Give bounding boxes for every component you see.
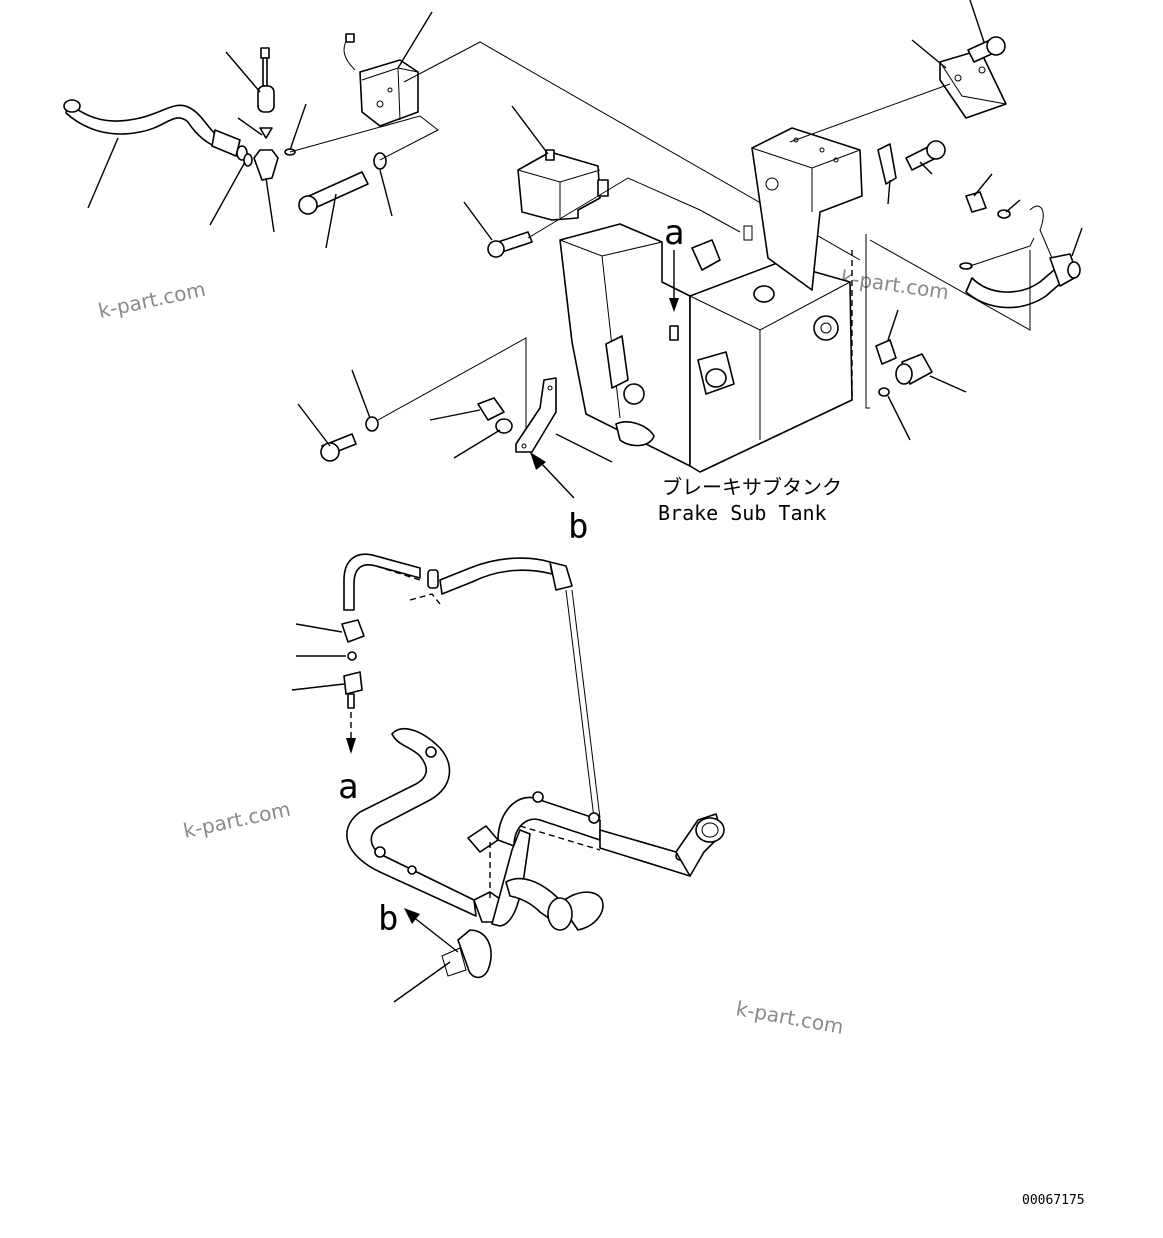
fitting-stack: [253, 47, 279, 181]
ref-box-bolt-3: [377, 337, 527, 430]
arrow-b-top-head: [530, 452, 546, 470]
ref-line-long: [403, 41, 861, 261]
tank-fitting-a: [669, 325, 679, 341]
leader-l-bracket: [911, 39, 947, 69]
nut-washer-4: [477, 397, 513, 434]
ref-line-bracket: [789, 83, 951, 143]
leader-clamp-mid: [887, 179, 891, 205]
watermark-3: k-part.com: [181, 797, 293, 843]
bolt-3: [320, 416, 379, 462]
arrow-a-top-head: [669, 298, 679, 312]
leader-fitting-3: [265, 177, 275, 233]
ref-label-a-top: a: [664, 213, 684, 253]
bolt-mid-right: [905, 140, 946, 171]
ref-vertical-right: [865, 234, 870, 409]
ref-line-cover: [527, 177, 741, 239]
leader-fitting-lower: [291, 683, 345, 691]
leader-fitting-2: [237, 117, 263, 136]
leader-washer-3: [351, 369, 371, 419]
ref-label-b-bottom: b: [378, 899, 398, 939]
tank-edge-dash: [699, 250, 853, 473]
ref-line-hose-right: [969, 237, 1035, 267]
leader-oring-2: [289, 103, 307, 151]
ref-label-a-bottom: a: [338, 767, 358, 807]
nut-right: [965, 191, 1011, 219]
leader-valve-block: [397, 11, 433, 69]
leader-oring-right-3: [887, 395, 911, 441]
watermark-2: k-part.com: [839, 265, 950, 304]
l-bracket-right: [939, 49, 1007, 119]
clamp-mid: [877, 143, 897, 185]
leader-fitting-1: [225, 51, 261, 93]
leader-bolt-mid-right: [919, 161, 933, 175]
leader-washer-4: [453, 429, 501, 459]
cover-bracket: [517, 149, 609, 221]
pipe-upper-loop: [343, 553, 601, 819]
watermark-1: k-part.com: [96, 277, 208, 323]
bolt-top-right: [967, 36, 1006, 63]
ref-lines-1: [289, 115, 439, 161]
leader-clamp-bracket: [555, 433, 613, 463]
oring-right-2: [959, 262, 973, 270]
switch-right: [875, 339, 933, 385]
tank-title-en: Brake Sub Tank: [658, 501, 827, 525]
arrow-b-top: [539, 461, 575, 499]
arrow-b-bottom-head: [404, 908, 420, 924]
rear-bracket: [751, 127, 863, 291]
oring-right-3: [878, 387, 890, 397]
ref-label-b-top: b: [568, 507, 588, 547]
arrow-b-bottom: [411, 915, 459, 953]
fitting-stack-lower: [341, 619, 365, 709]
leader-bolt-top-right: [969, 0, 985, 43]
leader-bolt: [325, 193, 337, 249]
leader-switch: [929, 375, 967, 393]
leader-bolt-2: [463, 201, 493, 241]
leader-cover: [511, 105, 549, 155]
leader-washer: [379, 169, 393, 217]
leader-nut-lower: [295, 623, 343, 633]
tank-title-jp: ブレーキサブタンク: [662, 475, 842, 499]
arrow-a-bottom-head: [346, 738, 356, 754]
leader-bolt-3: [297, 403, 331, 447]
long-bolt: [298, 152, 387, 215]
leader-oring-1: [209, 161, 246, 226]
ref-box-right: [869, 239, 1031, 331]
leader-hose-right: [1071, 227, 1083, 257]
hose-top-left: [63, 99, 248, 161]
leader-switch-nut: [887, 309, 899, 341]
valve-block: [343, 33, 419, 127]
brake-sub-tank: [559, 223, 853, 473]
oring-1: [243, 153, 253, 167]
hose-clamp-lower: [441, 929, 492, 979]
clamp-bracket: [515, 377, 557, 453]
watermark-4: k-part.com: [734, 996, 845, 1039]
pipe-lower-main: [346, 727, 725, 931]
bolt-2: [487, 231, 533, 258]
hose-right: [965, 205, 1081, 309]
leader-oring-right: [1005, 199, 1021, 213]
leader-clamp-lower: [393, 961, 451, 1003]
leader-nut-4: [429, 409, 481, 421]
leader-nut-right: [973, 173, 993, 197]
drawing-number: 00067175: [1022, 1193, 1085, 1208]
leader-hose: [87, 137, 119, 209]
